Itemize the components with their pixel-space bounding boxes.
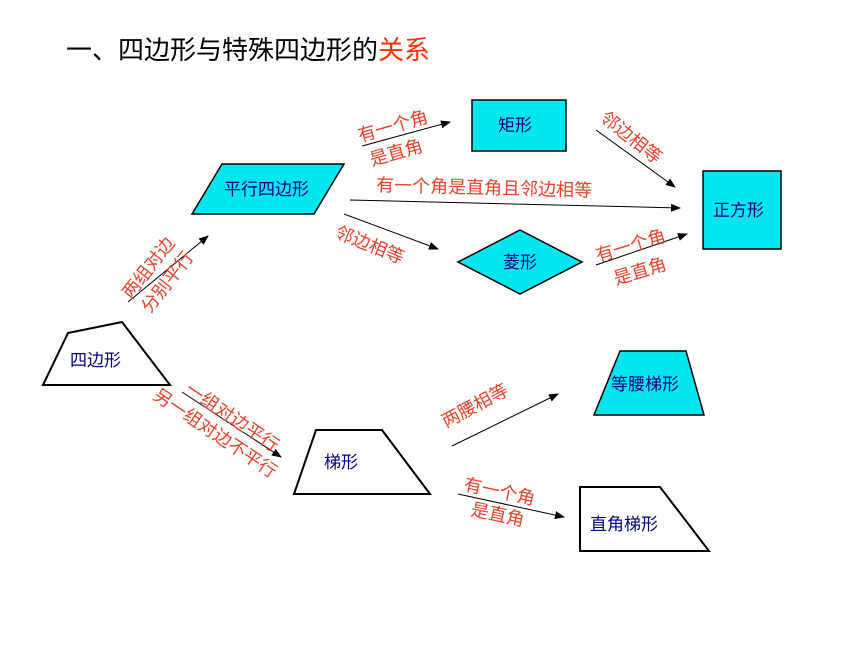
title-accent: 关系	[378, 36, 431, 66]
page-title: 一、四边形与特殊四边形的关系	[66, 30, 430, 67]
rectangle-label: 矩形	[498, 116, 532, 136]
square-shape	[702, 170, 782, 250]
parallelogram-label: 平行四边形	[224, 180, 309, 200]
square-label: 正方形	[713, 201, 764, 221]
rectangle-shape	[471, 99, 567, 152]
label-para-to-rhombus: 邻边相等	[332, 222, 407, 268]
trapezoid-shape	[292, 429, 432, 495]
rhombus-shape	[456, 229, 584, 295]
quadrilateral-shape	[41, 320, 173, 386]
arrow-para-to-rect	[361, 120, 451, 147]
label-para-to-square: 有一个角是直角且邻边相等	[376, 175, 592, 202]
trapezoid-label: 梯形	[324, 453, 358, 473]
right-trapezoid-label: 直角梯形	[590, 515, 658, 535]
arrow-trap-to-right	[457, 493, 565, 520]
arrow-rect-to-square	[595, 129, 676, 188]
right-trapezoid-shape	[579, 486, 712, 552]
arrow-quad-to-trap	[181, 391, 282, 458]
arrow-rhombus-to-square	[595, 233, 688, 266]
arrow-trap-to-iso	[451, 393, 559, 447]
arrow-quad-to-para	[127, 235, 209, 303]
isosceles-trapezoid-label: 等腰梯形	[611, 375, 679, 395]
arrow-para-to-square	[349, 199, 681, 212]
title-main: 一、四边形与特殊四边形的	[66, 36, 379, 66]
rhombus-label: 菱形	[503, 253, 537, 273]
isosceles-trapezoid-shape	[592, 350, 705, 416]
parallelogram-shape	[190, 163, 346, 215]
arrow-para-to-rhombus	[343, 213, 439, 250]
label-trap-to-iso: 两腰相等	[438, 380, 511, 432]
quadrilateral-label: 四边形	[70, 351, 121, 371]
